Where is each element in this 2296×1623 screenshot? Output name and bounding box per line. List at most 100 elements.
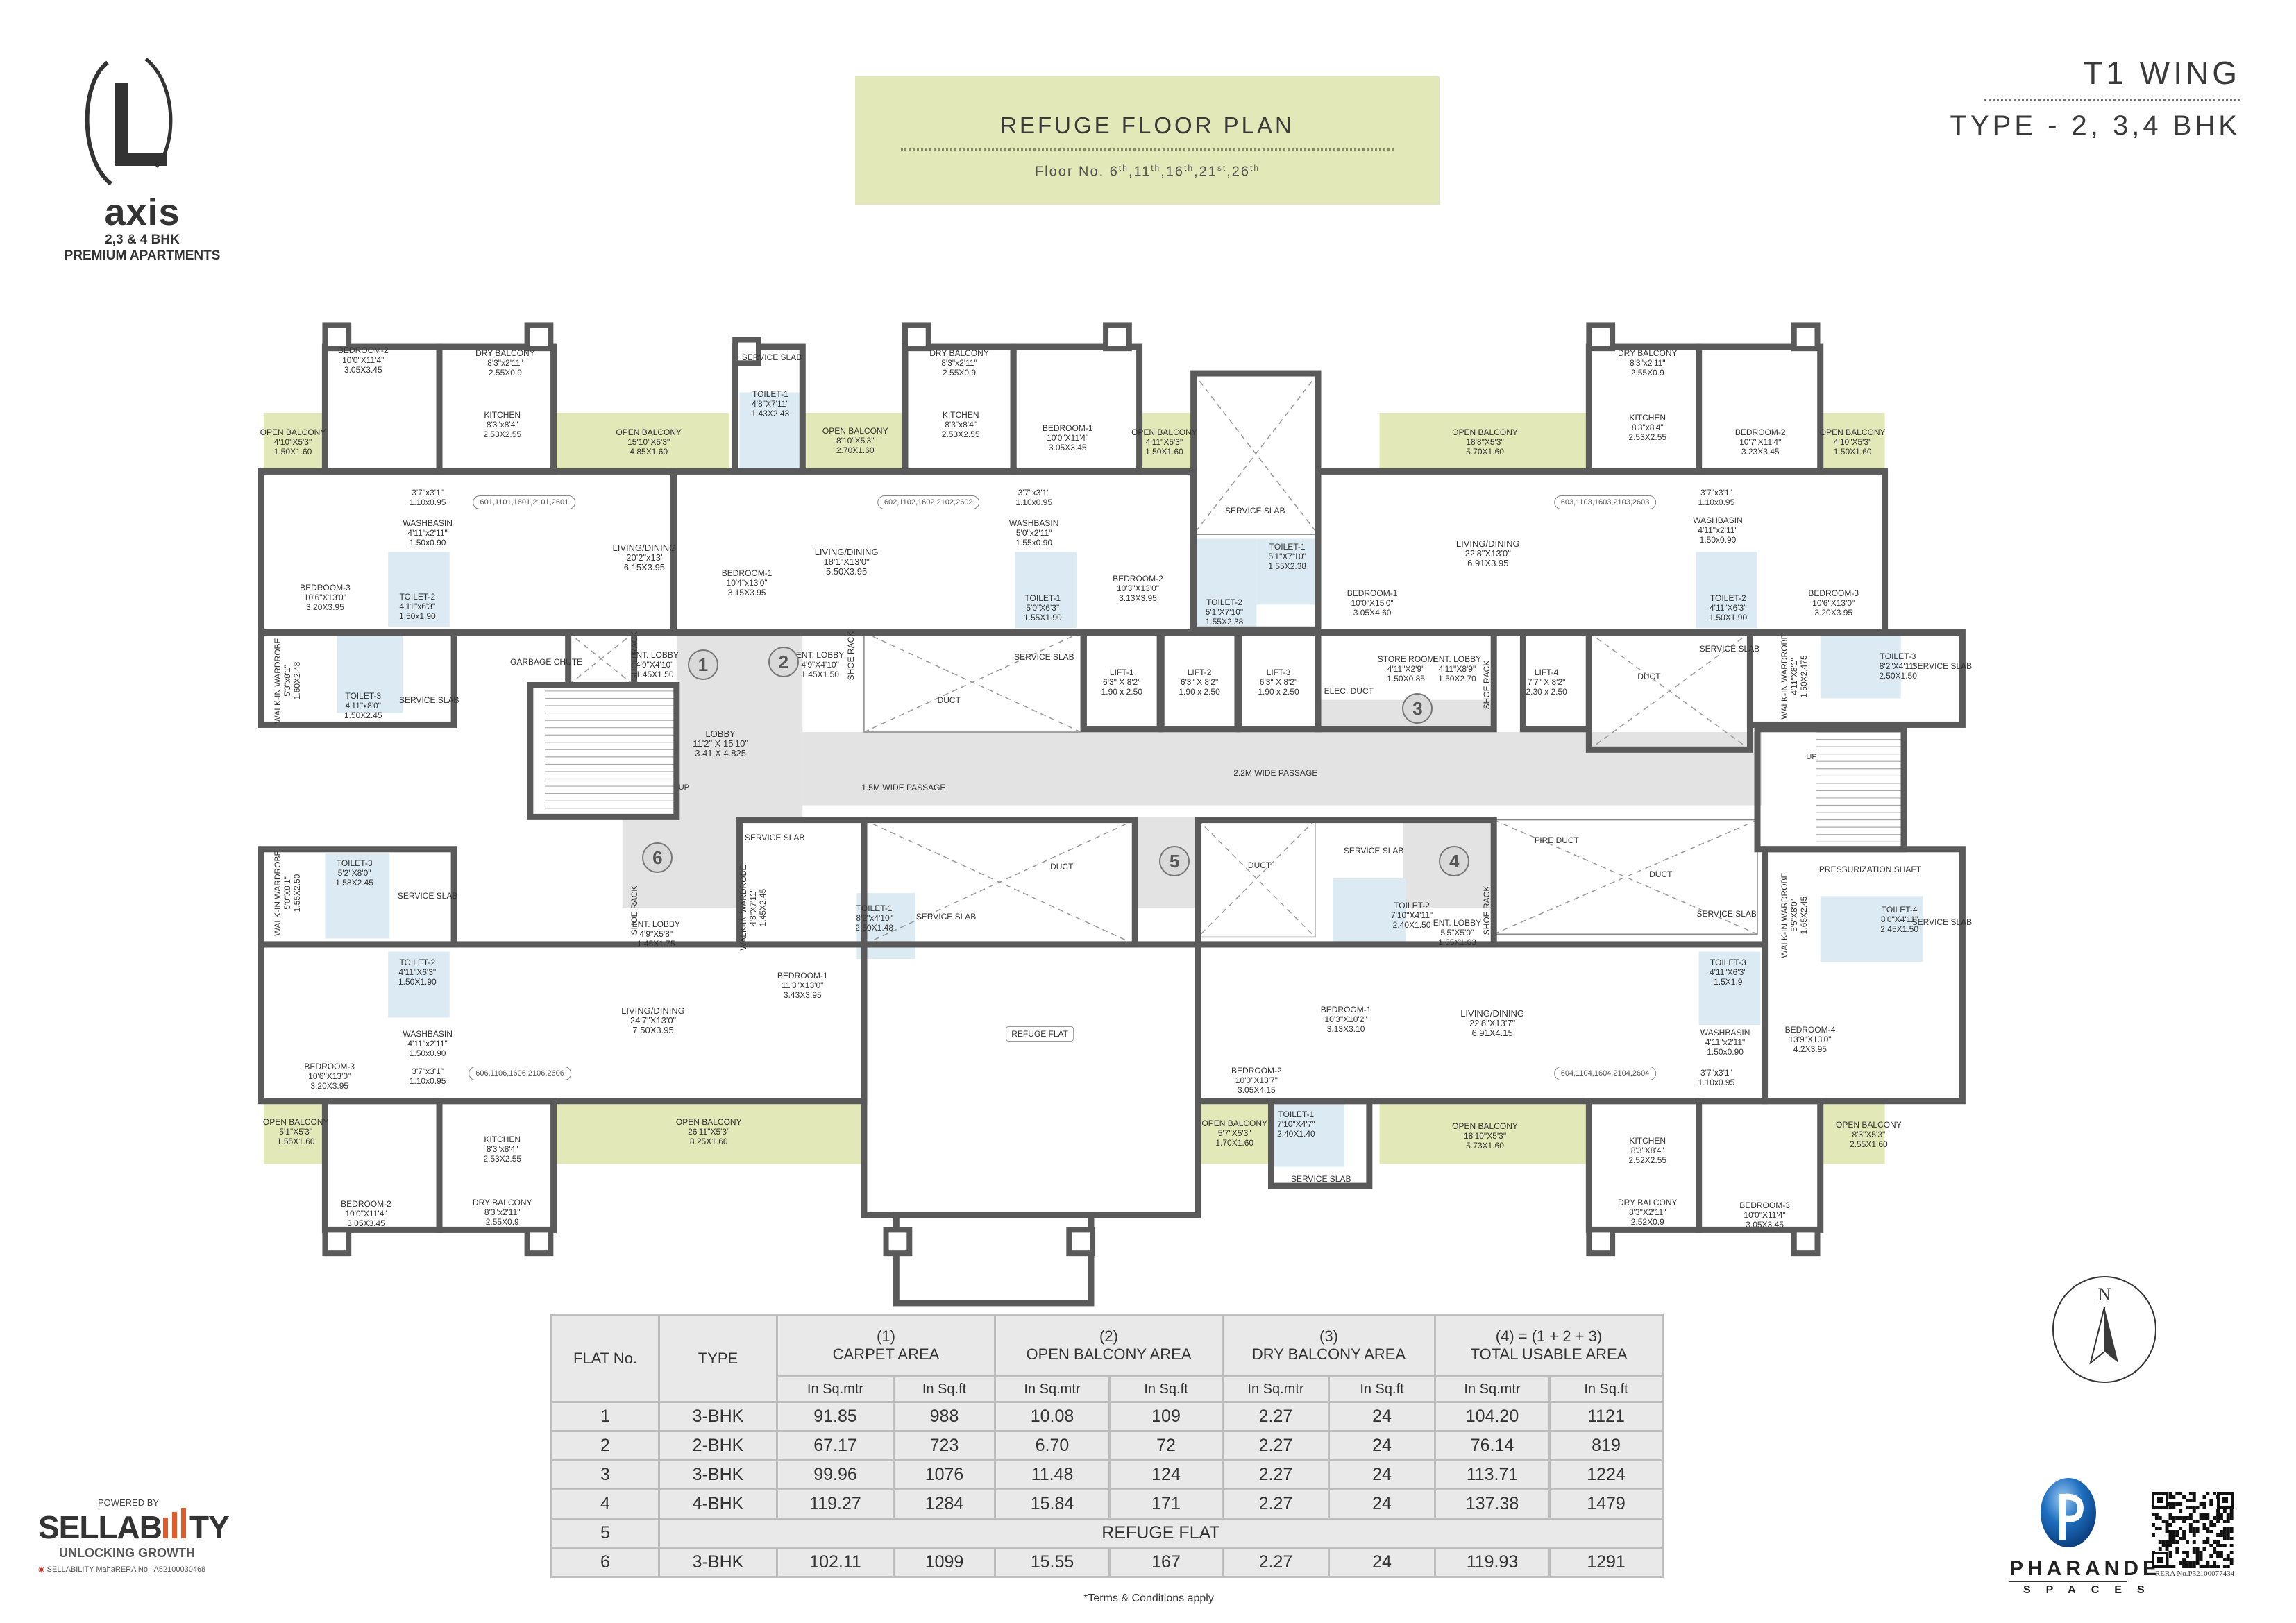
room-name: SERVICE SLAB <box>1911 917 1973 928</box>
room-size-m: 1.90 x 2.50 <box>1101 687 1142 697</box>
rera-number: RERA No.P52100077434 <box>2154 1570 2235 1578</box>
room-size-m: 1.55X2.50 <box>292 874 302 912</box>
wall <box>1267 1098 1373 1189</box>
room-size-m: 1.50X1.60 <box>273 447 312 457</box>
room-size-m: 1.50x0.90 <box>1699 534 1737 545</box>
flat-number-marker: 6 <box>642 842 673 874</box>
column-pillar <box>1586 322 1616 352</box>
room-size-m: 2.52X0.9 <box>1630 1217 1664 1227</box>
room-size-m: 3.05X3.45 <box>347 1218 385 1229</box>
room-size-m: 1.50X1.90 <box>398 977 437 987</box>
room-size-m: 1.50X0.85 <box>1387 674 1425 684</box>
wall <box>1696 343 1824 475</box>
room-size-ft: 4'10"X5'3" <box>273 437 312 448</box>
table-cell: 15.84 <box>994 1488 1111 1520</box>
room-size-ft: 10'3"X10'2" <box>1324 1014 1367 1024</box>
growth-bars-icon <box>163 1508 186 1538</box>
room-name: OPEN BALCONY <box>1819 427 1886 438</box>
unit-number-tag: 601,1101,1601,2101,2601 <box>473 495 576 509</box>
wall <box>321 1098 443 1233</box>
room-size-ft: 22'8"X13'7" <box>1469 1017 1516 1028</box>
room-name: WALK-IN WARDROBE <box>1779 634 1789 720</box>
group-number: (2) <box>1099 1327 1118 1345</box>
table-cell: 24 <box>1328 1401 1436 1432</box>
room-size-ft: 10'3"X13'0" <box>1116 584 1160 594</box>
table-cell: 2.27 <box>1222 1547 1330 1578</box>
open-balcony-area <box>1379 413 1589 472</box>
table-cell: 4-BHK <box>658 1488 778 1520</box>
column-pillar <box>732 337 761 366</box>
open-balcony-area <box>1820 1101 1885 1164</box>
room-name: TOILET-2 <box>399 591 436 602</box>
flat-number-marker: 5 <box>1159 845 1190 876</box>
room-label-pressurization-shaft: PRESSURIZATION SHAFT <box>1819 865 1921 874</box>
table-header-row: FLAT No. TYPE (1)CARPET AREA (2)OPEN BAL… <box>550 1314 1664 1403</box>
room-label-service-slab: SERVICE SLAB <box>399 695 459 705</box>
room-size-ft: 5'1"X7'10" <box>1268 551 1306 561</box>
room-size-ft: 10'6"X13'0" <box>308 1071 351 1081</box>
column-pillar <box>1586 1227 1616 1257</box>
room-size-m: 1.70X1.60 <box>1215 1138 1254 1148</box>
room-size-m: 3.23X3.45 <box>1741 447 1780 457</box>
col-type: TYPE <box>658 1314 778 1403</box>
room-size-ft: 4'11"X2'9" <box>1387 664 1425 674</box>
room-size-ft: 10'0"X11'4" <box>1744 1210 1786 1221</box>
table-cell: 723 <box>893 1430 996 1461</box>
room-size-m: 2.55X0.9 <box>1630 368 1664 378</box>
toilet-area <box>1820 632 1901 699</box>
room-label-dimension: 3'7"x3'1"1.10x0.95 <box>410 1067 446 1086</box>
table-cell: 1224 <box>1548 1459 1664 1490</box>
flat-number-marker: 4 <box>1439 845 1470 876</box>
floor-value: 21 <box>1199 164 1217 180</box>
room-name: DUCT <box>1247 860 1272 870</box>
room-size-ft: 4'11"X5'3" <box>1145 437 1183 448</box>
flat-number-marker: 2 <box>768 646 799 677</box>
toilet-area <box>337 632 403 713</box>
room-size-ft: 8'3"x8'4" <box>486 419 518 430</box>
room-name: DUCT <box>1649 869 1673 879</box>
room-name: BEDROOM-1 <box>1320 1004 1371 1014</box>
room-name: TOILET-1 <box>1278 1110 1315 1120</box>
floor-value: 26 <box>1231 164 1251 180</box>
unit-number-tag: 606,1106,1606,2106,2606 <box>469 1066 571 1080</box>
room-name: BEDROOM-2 <box>1734 427 1786 438</box>
table-cell: 171 <box>1108 1488 1224 1520</box>
room-size-ft: 4'9"X4'10" <box>801 659 839 670</box>
room-name: DRY BALCONY <box>475 348 535 359</box>
column-pillar <box>1791 1227 1821 1257</box>
room-name: LIFT-3 <box>1266 668 1291 678</box>
unit-number-tag: 604,1104,1604,2104,2604 <box>1553 1066 1657 1080</box>
unit-mtr: In Sq.mtr <box>994 1375 1111 1403</box>
room-size-ft: 8'3"x8'4" <box>1631 423 1664 433</box>
room-label-dimension: 3'7"x3'1"1.10x0.95 <box>1698 488 1735 507</box>
open-balcony-area <box>1197 1101 1272 1164</box>
room-size-m: 1.55X1.60 <box>276 1137 315 1147</box>
room-label-shoe-rack: SHOE RACK <box>1482 661 1492 710</box>
room-name: DUCT <box>1050 862 1074 872</box>
table-cell: 72 <box>1108 1430 1224 1461</box>
room-name: SERVICE SLAB <box>1290 1173 1351 1184</box>
room-label-service-slab: SERVICE SLAB <box>1344 846 1403 856</box>
duct-cross-line <box>1193 373 1319 535</box>
floor-suffix: th <box>1184 163 1195 173</box>
room-size-ft: 24'7"X13'0" <box>630 1014 677 1026</box>
flat-number-marker: 3 <box>1402 693 1433 724</box>
room-size-ft: 10'0"X11'4" <box>1047 432 1089 443</box>
room-size-m: 1.45X1.75 <box>636 939 675 949</box>
room-size-ft: 4'11"x2'11" <box>407 1039 448 1049</box>
